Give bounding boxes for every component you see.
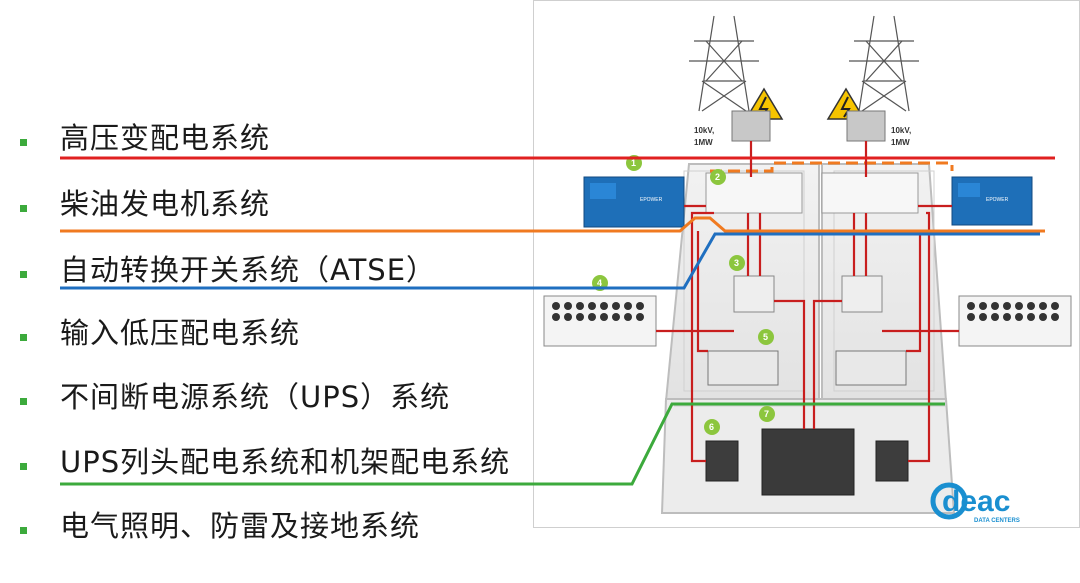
list-item-ups: 不间断电源系统（UPS）系统 <box>60 380 451 414</box>
transmission-tower-left <box>689 15 759 112</box>
list-item-hv: 高压变配电系统 <box>60 121 271 155</box>
bullet-icon <box>20 139 27 146</box>
svg-text:1: 1 <box>631 158 636 168</box>
diagram-frame: 10kV, 1MW 10kV, 1MW EPOWER EPOWER <box>533 0 1080 528</box>
svg-text:EPOWER: EPOWER <box>986 197 1009 203</box>
power-system-diagram: 10kV, 1MW 10kV, 1MW EPOWER EPOWER <box>543 15 1072 524</box>
svg-text:4: 4 <box>597 278 602 288</box>
bullet-icon <box>20 398 27 405</box>
list-item-pdu: UPS列头配电系统和机架配电系统 <box>60 445 511 479</box>
bullet-icon <box>20 271 27 278</box>
marker-2: 2 <box>710 169 726 185</box>
supply-label-right-2: 1MW <box>891 138 910 147</box>
list-item-lv: 输入低压配电系统 <box>60 316 301 350</box>
svg-text:6: 6 <box>709 422 714 432</box>
ups-battery-left <box>707 350 779 386</box>
connector-pdu <box>60 402 945 486</box>
marker-6: 6 <box>704 419 720 435</box>
transformer-left <box>731 110 771 142</box>
svg-text:deac: deac <box>942 485 1010 518</box>
server-racks <box>761 428 855 496</box>
list-item-atse: 自动转换开关系统（ATSE） <box>60 253 437 287</box>
cooling-unit-right <box>958 295 1072 347</box>
transformer-right <box>846 110 886 142</box>
cooling-unit-left <box>543 295 657 347</box>
connector-atse <box>60 232 1040 290</box>
svg-text:3: 3 <box>734 258 739 268</box>
supply-label-right: 10kV, <box>891 126 911 135</box>
diesel-generator-left: EPOWER <box>583 176 685 228</box>
supply-label-left-2: 1MW <box>694 138 713 147</box>
svg-text:EPOWER: EPOWER <box>640 197 663 203</box>
bullet-icon <box>20 334 27 341</box>
bullet-icon <box>20 463 27 470</box>
lv-cabinet-right <box>841 275 883 313</box>
supply-label-left: 10kV, <box>694 126 714 135</box>
marker-5: 5 <box>758 329 774 345</box>
pdu-cabinet-right <box>875 440 909 482</box>
svg-text:DATA CENTERS: DATA CENTERS <box>974 518 1020 524</box>
deac-logo: deac DATA CENTERS <box>930 482 1020 524</box>
power-distribution-lines <box>656 141 959 463</box>
list-item-lighting: 电气照明、防雷及接地系统 <box>60 509 421 543</box>
marker-3: 3 <box>729 255 745 271</box>
svg-text:2: 2 <box>715 172 720 182</box>
bullet-icon <box>20 527 27 534</box>
lv-cabinet-left <box>733 275 775 313</box>
transmission-tower-right <box>849 15 919 112</box>
diesel-generator-right: EPOWER <box>951 176 1033 226</box>
ups-battery-right <box>835 350 907 386</box>
list-item-generator: 柴油发电机系统 <box>60 187 271 221</box>
marker-7: 7 <box>759 406 775 422</box>
svg-text:7: 7 <box>764 409 769 419</box>
bullet-icon <box>20 205 27 212</box>
switchgear-right <box>821 172 919 214</box>
connector-generator <box>60 216 1045 233</box>
svg-text:5: 5 <box>763 332 768 342</box>
pdu-cabinet-left <box>705 440 739 482</box>
